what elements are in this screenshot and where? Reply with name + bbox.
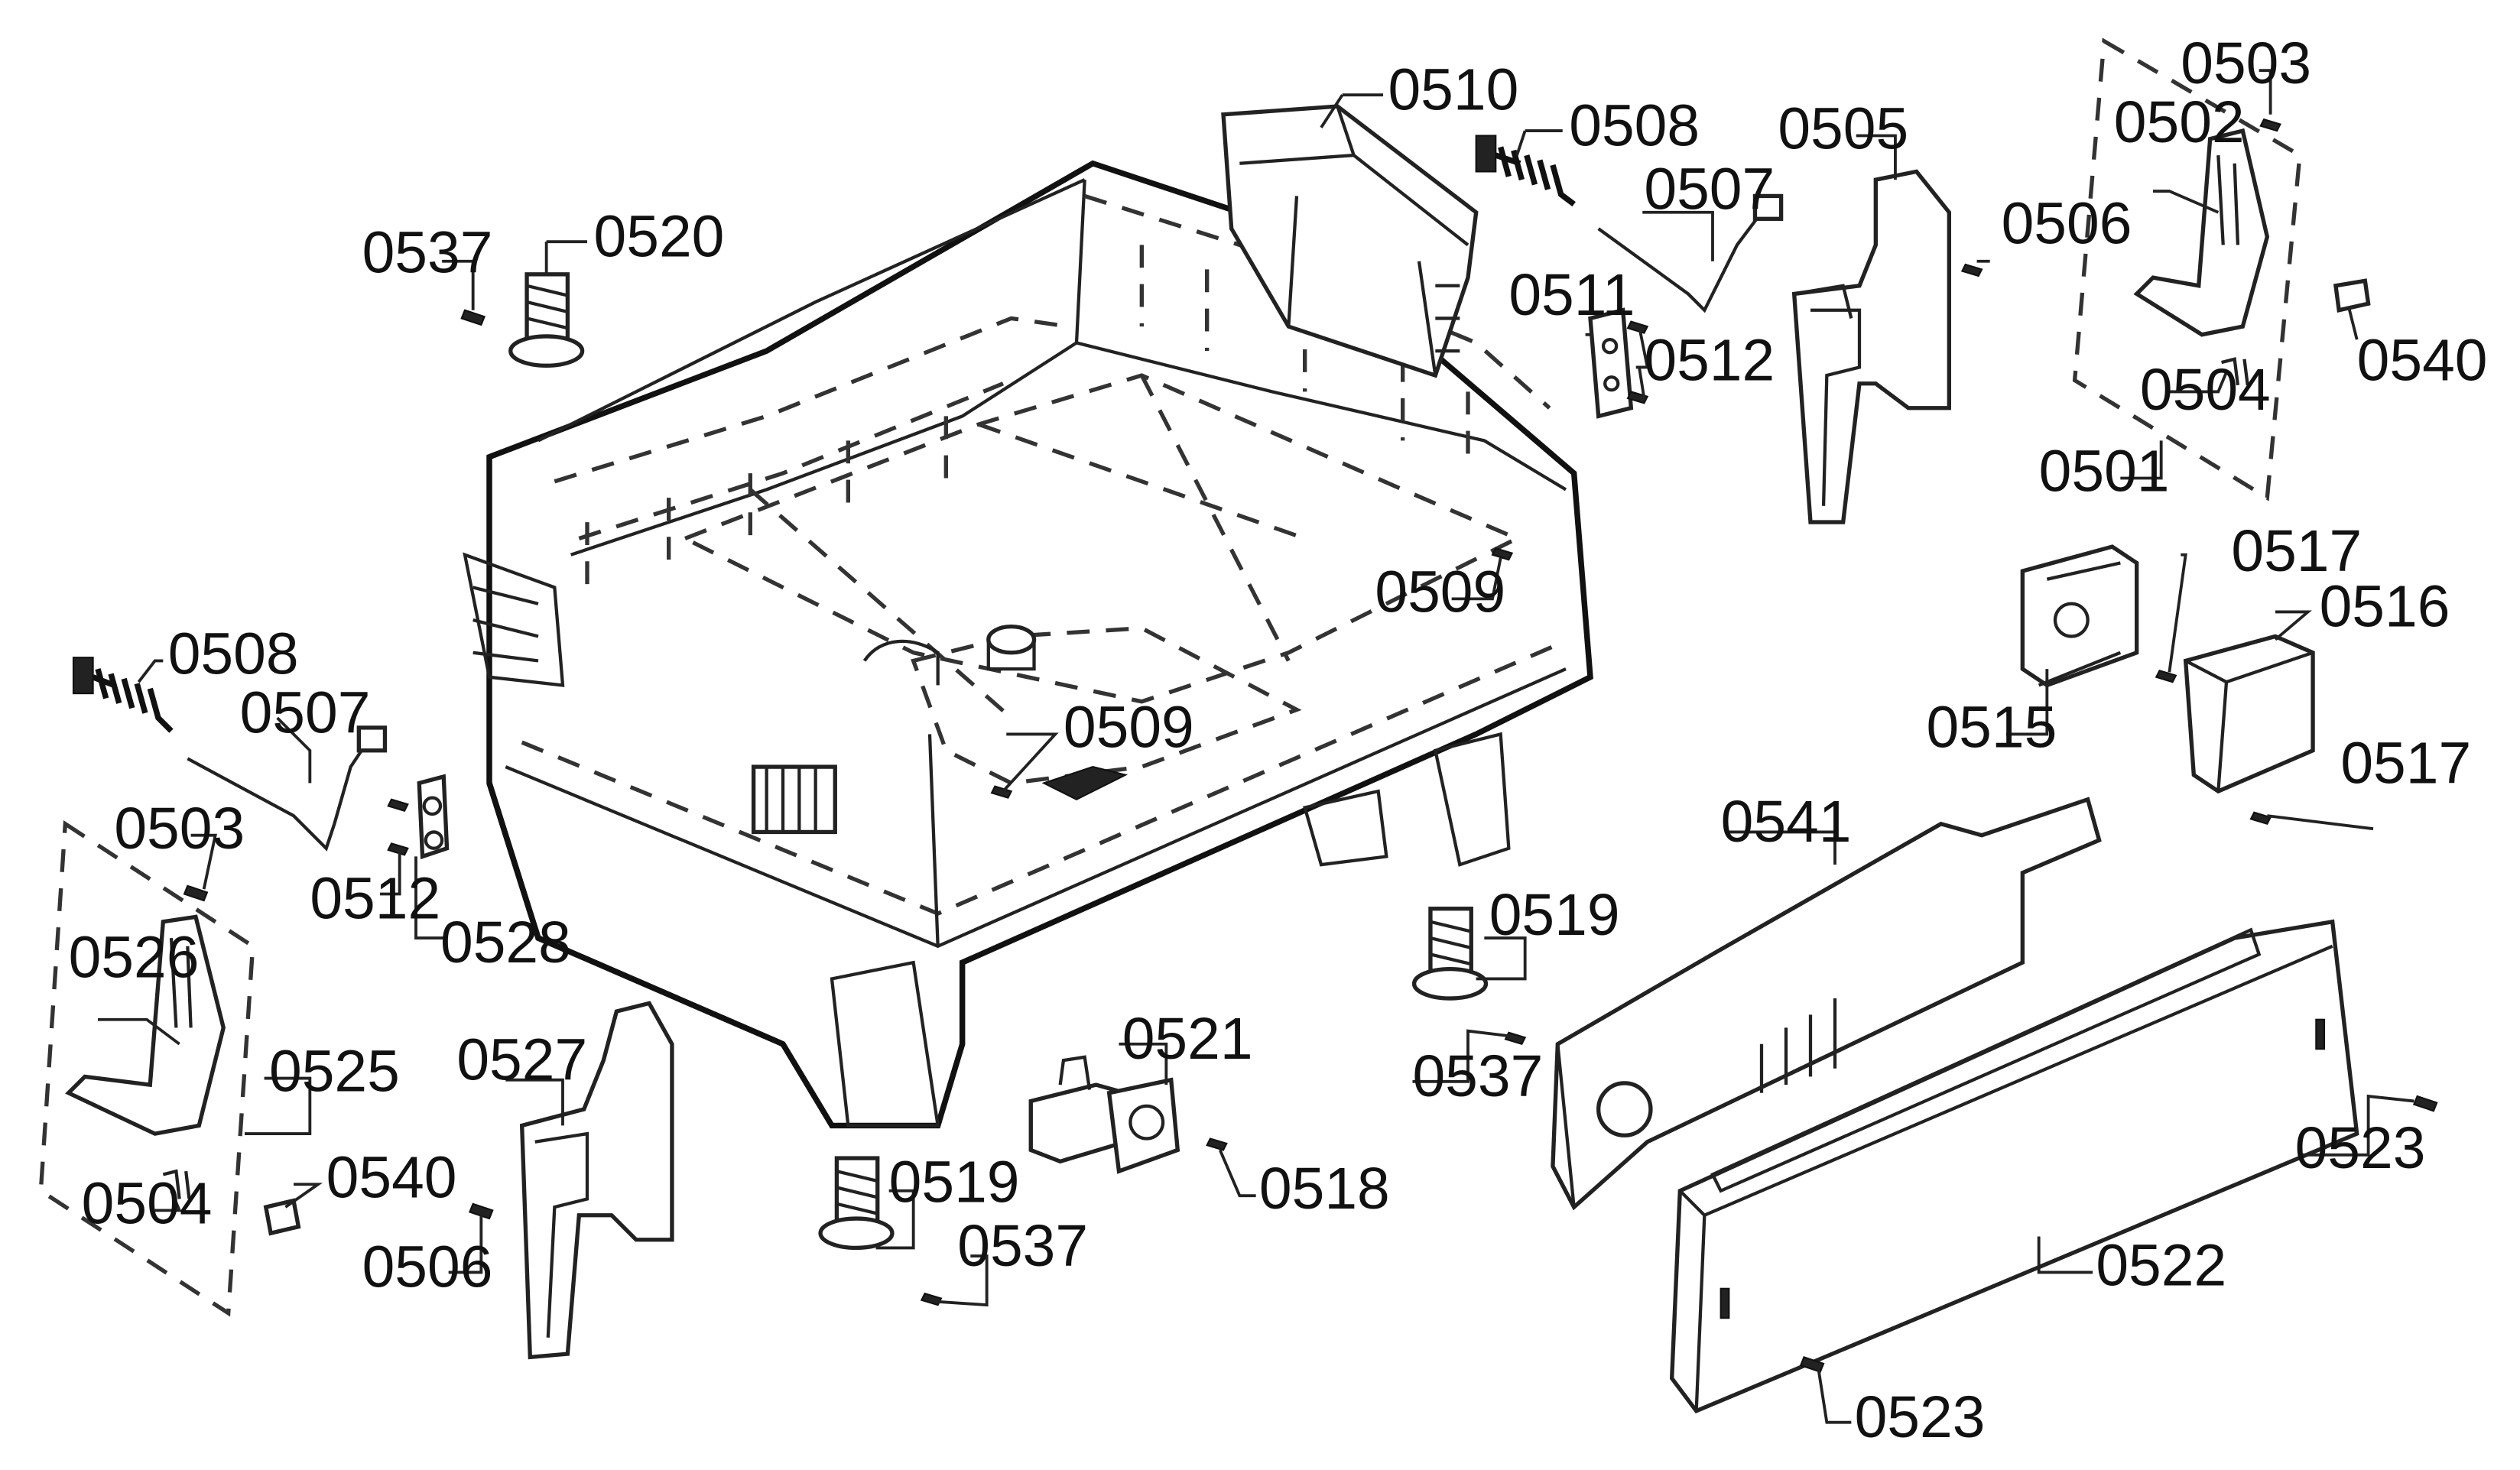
part-0521-inlet-valve — [1028, 1055, 1180, 1174]
leader-lines — [98, 69, 2414, 1424]
part-0516-cover — [2183, 634, 2315, 794]
label-0522: 0522 — [2096, 1233, 2226, 1299]
label-0520: 0520 — [594, 203, 725, 269]
label-0506-right: 0506 — [2002, 190, 2132, 256]
part-0510-control-module — [1221, 104, 1479, 378]
label-0519-right: 0519 — [1489, 882, 1620, 948]
label-0523-bottom: 0523 — [1855, 1384, 1986, 1450]
label-0526: 0526 — [69, 924, 200, 990]
label-0502: 0502 — [2114, 89, 2245, 155]
part-0503-screw-left — [183, 884, 209, 902]
label-0508-top: 0508 — [1569, 92, 1700, 158]
part-0506-screw-right — [1960, 263, 1983, 277]
base-frame — [463, 160, 1593, 1129]
label-0523-right: 0523 — [2295, 1115, 2426, 1181]
part-0523-screw-a — [2412, 1095, 2438, 1112]
part-0541-insulation-panel — [1551, 797, 2102, 1211]
part-0505-hinge-plate-right — [1791, 169, 1951, 524]
label-0515: 0515 — [1926, 695, 2057, 761]
part-0519-leveling-foot-left — [818, 1156, 895, 1251]
label-0512-left: 0512 — [310, 866, 440, 932]
part-0508-door-spring-top — [1475, 135, 1576, 207]
label-0521: 0521 — [1122, 1006, 1253, 1072]
label-0508-left: 0508 — [168, 621, 299, 687]
part-0527-hinge-plate-left — [519, 1001, 674, 1360]
part-0508-door-spring-left — [72, 657, 174, 733]
label-0511: 0511 — [1508, 262, 1635, 328]
part-0512-screws-left — [387, 798, 409, 856]
part-0501-hinge-assembly-right — [2072, 37, 2302, 501]
label-0509-a: 0509 — [1375, 559, 1505, 625]
part-0519-leveling-foot-right — [1411, 907, 1489, 1001]
part-0511-bracket — [1588, 307, 1634, 419]
part-0504-clip-right — [2221, 357, 2249, 386]
part-0506-screw-left — [468, 1202, 494, 1220]
label-0509-b: 0509 — [1064, 695, 1194, 761]
label-0507-top: 0507 — [1644, 157, 1775, 222]
part-0504-clip-left — [162, 1169, 191, 1199]
label-0510: 0510 — [1388, 57, 1518, 122]
label-0537-b: 0537 — [1412, 1043, 1543, 1109]
label-0537-c: 0537 — [957, 1213, 1088, 1279]
part-0537-screw-a — [460, 309, 486, 326]
part-0517-screw-a — [2155, 669, 2177, 683]
label-0503-left: 0503 — [114, 796, 245, 862]
label-0516: 0516 — [2320, 574, 2450, 640]
label-0504-right: 0504 — [2140, 357, 2271, 423]
label-0540-right: 0540 — [2357, 328, 2488, 394]
label-0518: 0518 — [1259, 1156, 1390, 1222]
part-0509-screw-b — [990, 785, 1013, 799]
part-0520-leveling-foot — [508, 272, 585, 368]
part-0537-screw-b — [1504, 1031, 1527, 1046]
part-0507-door-cable-left — [187, 725, 388, 852]
label-0541: 0541 — [1721, 789, 1852, 855]
label-0504-left: 0504 — [82, 1170, 213, 1236]
part-0509-screw-a — [1491, 547, 1514, 561]
label-0517-a: 0517 — [2231, 518, 2362, 584]
label-0537-a: 0537 — [362, 220, 493, 286]
label-0505: 0505 — [1778, 96, 1908, 162]
part-0528-bracket — [417, 774, 450, 860]
label-0519-left: 0519 — [889, 1150, 1020, 1215]
label-0507-left: 0507 — [240, 680, 371, 745]
part-0518-screw — [1206, 1137, 1228, 1151]
label-0501: 0501 — [2039, 439, 2170, 505]
part-0540-clip-left — [263, 1198, 301, 1236]
part-0540-clip-right — [2333, 278, 2371, 313]
part-0507-door-cable-top — [1597, 193, 1784, 313]
part-0512-screws-top — [1626, 320, 1649, 404]
part-labels: 0510 0508 0507 0505 0503 0502 0506 0540 … — [69, 31, 2488, 1450]
label-0512-top: 0512 — [1644, 328, 1775, 394]
label-0528: 0528 — [440, 910, 571, 975]
part-0525-hinge-assembly-left — [38, 820, 255, 1317]
label-0525: 0525 — [269, 1039, 400, 1105]
part-0517-screw-b — [2249, 811, 2272, 826]
part-0537-screw-c — [920, 1292, 943, 1306]
part-0522-toe-kick-panel — [1669, 919, 2359, 1414]
label-0506-left: 0506 — [362, 1235, 493, 1300]
label-0503-right: 0503 — [2181, 31, 2311, 96]
label-0517-b: 0517 — [2340, 730, 2471, 796]
label-0527: 0527 — [456, 1027, 587, 1093]
part-0503-screw-right — [2259, 118, 2281, 132]
part-0515-mount-bracket — [2020, 544, 2139, 688]
label-0540-left: 0540 — [326, 1144, 457, 1210]
